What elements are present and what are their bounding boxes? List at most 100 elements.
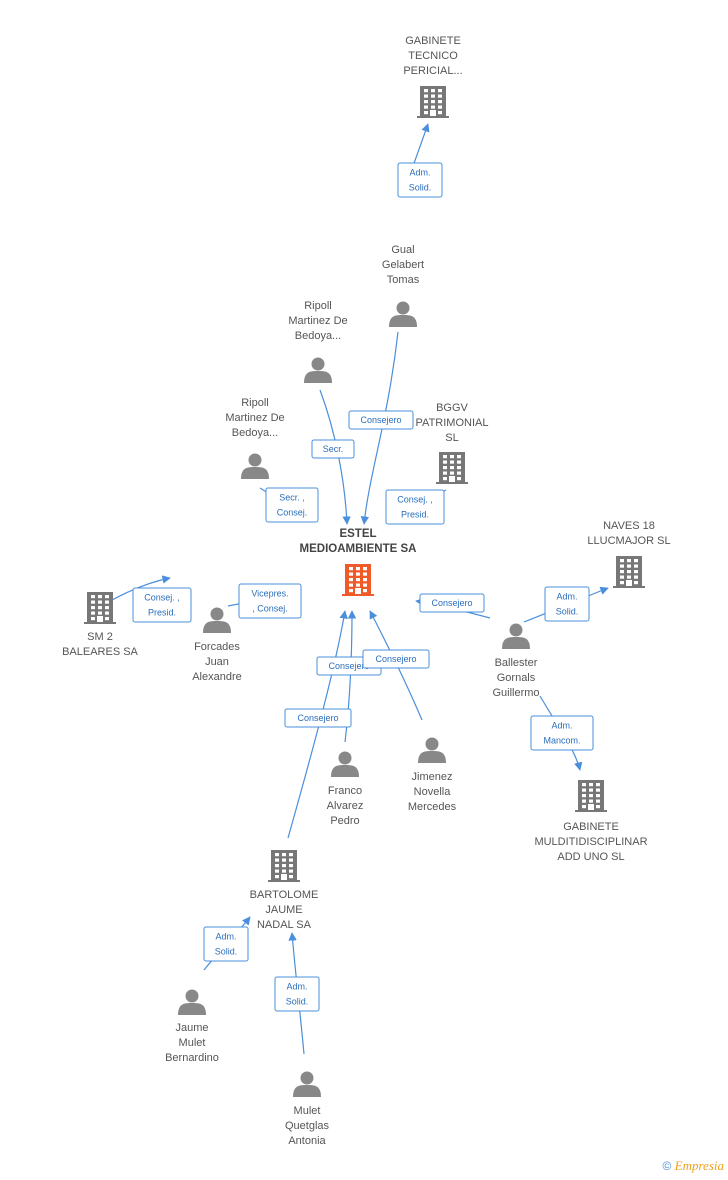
node-label: GABINETE bbox=[563, 821, 619, 833]
node-label: Ripoll bbox=[241, 397, 269, 409]
edge-label[interactable]: Secr. ,Consej. bbox=[265, 487, 319, 523]
edge-label[interactable]: Adm.Solid. bbox=[544, 586, 590, 622]
building-icon[interactable] bbox=[613, 556, 645, 588]
node-label: Novella bbox=[414, 786, 452, 798]
node-label: SL bbox=[445, 432, 458, 444]
edge-label[interactable]: Consejero bbox=[284, 708, 352, 728]
edge-label[interactable]: Adm. Mancom. bbox=[530, 715, 594, 751]
edge-label-box bbox=[132, 587, 192, 623]
edge-label-text: Mancom. bbox=[543, 736, 580, 746]
building-icon[interactable] bbox=[268, 850, 300, 882]
edge-label-box bbox=[397, 162, 443, 198]
node-label: MULDITIDISCIPLINAR bbox=[534, 836, 647, 848]
node-label: Gornals bbox=[497, 672, 536, 684]
edge-label[interactable]: Adm. Solid. bbox=[274, 976, 320, 1012]
edge-line bbox=[111, 575, 171, 601]
edge-label-text: Secr. bbox=[323, 444, 344, 454]
person-icon[interactable] bbox=[331, 751, 359, 778]
building-icon[interactable] bbox=[575, 780, 607, 812]
edge-label-text: Solid. bbox=[215, 947, 238, 957]
node-label: PATRIMONIAL bbox=[416, 417, 489, 429]
edge-label-text: Consej. , bbox=[397, 495, 433, 505]
edge-label-text: Adm. bbox=[286, 982, 307, 992]
person-icon[interactable] bbox=[241, 453, 269, 480]
edge-label-box bbox=[238, 583, 302, 619]
person-icon[interactable] bbox=[304, 357, 332, 384]
node-label: BGGV bbox=[436, 402, 468, 414]
node-label: Franco bbox=[328, 785, 362, 797]
building-icon[interactable] bbox=[417, 86, 449, 118]
person-icon[interactable] bbox=[502, 623, 530, 650]
node-label: Mulet bbox=[179, 1037, 206, 1049]
node-bggv[interactable]: BGGV PATRIMONIAL SL bbox=[416, 402, 489, 484]
node-label: Bernardino bbox=[165, 1052, 219, 1064]
person-icon[interactable] bbox=[389, 301, 417, 328]
node-label: Jaume bbox=[175, 1022, 208, 1034]
node-label: BARTOLOME bbox=[250, 889, 319, 901]
node-label: Juan bbox=[205, 656, 229, 668]
edge-label[interactable]: Secr. bbox=[311, 439, 355, 459]
edge-label[interactable]: Consejero bbox=[362, 649, 430, 669]
node-label: Antonia bbox=[288, 1135, 326, 1147]
person-icon[interactable] bbox=[203, 607, 231, 634]
edge-label[interactable]: Adm.Solid. bbox=[203, 926, 249, 962]
edge-label-box bbox=[284, 708, 352, 728]
node-label: Mulet bbox=[294, 1105, 321, 1117]
edge-label-text: Adm. bbox=[551, 721, 572, 731]
node-label: Quetglas bbox=[285, 1120, 330, 1132]
node-gabinete_tecnico[interactable]: GABINETETECNICOPERICIAL... bbox=[403, 35, 463, 118]
edge-label-text: Consej. , bbox=[144, 593, 180, 603]
node-label: Mercedes bbox=[408, 801, 457, 813]
edge-label[interactable]: Consejero bbox=[419, 593, 485, 613]
node-label: Bedoya... bbox=[295, 330, 341, 342]
node-sm2[interactable]: SM 2 BALEARES SA bbox=[62, 592, 139, 658]
edge-label[interactable]: Consejero bbox=[348, 410, 414, 430]
node-label: Martinez De bbox=[225, 412, 284, 424]
copyright-symbol: © bbox=[662, 1159, 672, 1173]
edge-label-text: Vicepres. bbox=[251, 589, 288, 599]
person-icon[interactable] bbox=[293, 1071, 321, 1098]
building-icon[interactable] bbox=[436, 452, 468, 484]
node-label: Guillermo bbox=[492, 687, 539, 699]
edge-label-text: Solid. bbox=[286, 997, 309, 1007]
node-label: GABINETE bbox=[405, 35, 461, 47]
building-icon[interactable] bbox=[84, 592, 116, 624]
node-label: BALEARES SA bbox=[62, 646, 138, 658]
edge-label-text: , Consej. bbox=[252, 604, 288, 614]
brand-logo: Empresia bbox=[674, 1158, 724, 1173]
node-label: Jimenez bbox=[412, 771, 453, 783]
node-label: Tomas bbox=[387, 274, 420, 286]
node-label: Bedoya... bbox=[232, 427, 278, 439]
edge-label[interactable]: Consej. ,Presid. bbox=[385, 489, 445, 525]
node-label: SM 2 bbox=[87, 631, 113, 643]
person-icon[interactable] bbox=[418, 737, 446, 764]
person-icon[interactable] bbox=[178, 989, 206, 1016]
edge-label-text: Consejero bbox=[297, 713, 338, 723]
edge-label-text: Solid. bbox=[556, 607, 579, 617]
footer-brand[interactable]: © Empresia bbox=[662, 1158, 724, 1174]
edge-label-text: Presid. bbox=[148, 608, 176, 618]
edge-label[interactable]: Consej. , Presid. bbox=[132, 587, 192, 623]
edge-label[interactable]: Adm.Solid. bbox=[397, 162, 443, 198]
edge-label-text: Consejero bbox=[360, 415, 401, 425]
edge-label[interactable]: Vicepres. , Consej. bbox=[238, 583, 302, 619]
node-label: Alexandre bbox=[192, 671, 242, 683]
edge-sm2-to-main bbox=[111, 575, 171, 601]
main-company-building-icon[interactable] bbox=[342, 564, 374, 596]
